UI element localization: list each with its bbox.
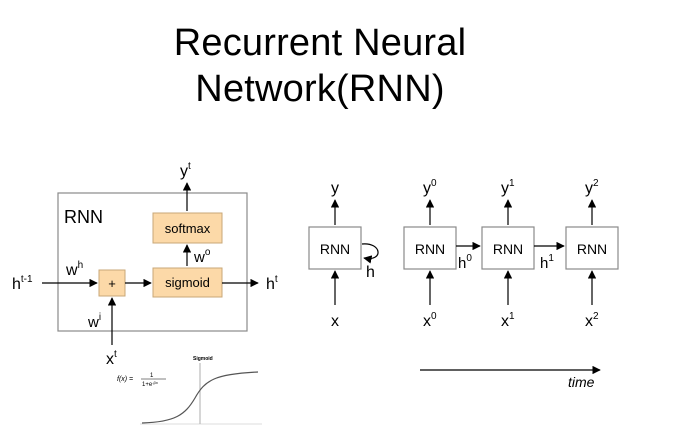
unrolled-cell-2-box bbox=[565, 226, 619, 270]
unrolled-cell-1-input: x1 bbox=[501, 311, 515, 330]
softmax-box bbox=[152, 212, 223, 244]
unrolled-link-1-label: h1 bbox=[540, 253, 554, 272]
unrolled-cell-2-input: x2 bbox=[585, 311, 599, 330]
unrolled-link-0-label: h0 bbox=[458, 253, 472, 272]
sigmoid-label: sigmoid bbox=[165, 275, 210, 290]
sum-box bbox=[98, 269, 126, 297]
time-label: time bbox=[568, 374, 595, 390]
weight-i-label: wi bbox=[87, 312, 101, 331]
hidden-out-label: ht bbox=[266, 274, 278, 293]
sigmoid-formula: f(x) = bbox=[117, 376, 133, 383]
unrolled-cell-0-output: y0 bbox=[423, 178, 437, 197]
sigmoid-curve bbox=[141, 371, 259, 424]
rolled-output-label: y bbox=[331, 180, 339, 197]
rnn-unrolled: RNN RNN RNN h0 h1 y0 y1 y2 x0 x1 x2 time bbox=[403, 178, 619, 390]
weight-h-label: wh bbox=[65, 260, 83, 279]
softmax-label: softmax bbox=[165, 221, 211, 236]
input-label: xt bbox=[106, 349, 117, 368]
unrolled-cell-0-label: RNN bbox=[415, 241, 445, 257]
unrolled-cell-2-label: RNN bbox=[577, 241, 607, 257]
title-line-2: Network(RNN) bbox=[195, 68, 445, 110]
sigmoid-formula-den: 1+e-βx bbox=[142, 380, 158, 388]
unrolled-cell-0-box bbox=[403, 226, 457, 270]
rnn-cell-detail: RNN softmax sigmoid + ht-1 wh ht yt wo w… bbox=[12, 161, 278, 368]
title-line-1: Recurrent Neural bbox=[173, 22, 467, 64]
sum-label: + bbox=[108, 276, 116, 291]
rolled-loop-label: h bbox=[366, 264, 375, 281]
sigmoid-plot-title: Sigmoid bbox=[193, 356, 213, 362]
output-label: yt bbox=[180, 161, 191, 180]
sigmoid-plot: Sigmoid f(x) = 1 1+e-βx bbox=[117, 356, 262, 425]
diagram-title: Recurrent Neural Network(RNN) bbox=[0, 20, 640, 112]
sigmoid-formula-num: 1 bbox=[150, 373, 154, 379]
sigmoid-box bbox=[152, 267, 223, 298]
rnn-rolled: RNN y x h bbox=[308, 180, 379, 330]
rnn-cell-label: RNN bbox=[64, 207, 103, 227]
rolled-input-label: x bbox=[331, 313, 339, 330]
rnn-cell-frame bbox=[57, 192, 248, 332]
unrolled-cell-1-output: y1 bbox=[501, 178, 515, 197]
weight-o-label: wo bbox=[193, 247, 211, 266]
prev-hidden-label: ht-1 bbox=[12, 274, 33, 293]
rolled-loop-arrow bbox=[361, 243, 379, 264]
unrolled-cell-0-input: x0 bbox=[423, 311, 437, 330]
rolled-rnn-box bbox=[308, 226, 362, 270]
unrolled-cell-2-output: y2 bbox=[585, 178, 599, 197]
unrolled-cell-1-label: RNN bbox=[493, 241, 523, 257]
unrolled-cell-1-box bbox=[481, 226, 535, 270]
rolled-rnn-label: RNN bbox=[320, 241, 350, 257]
